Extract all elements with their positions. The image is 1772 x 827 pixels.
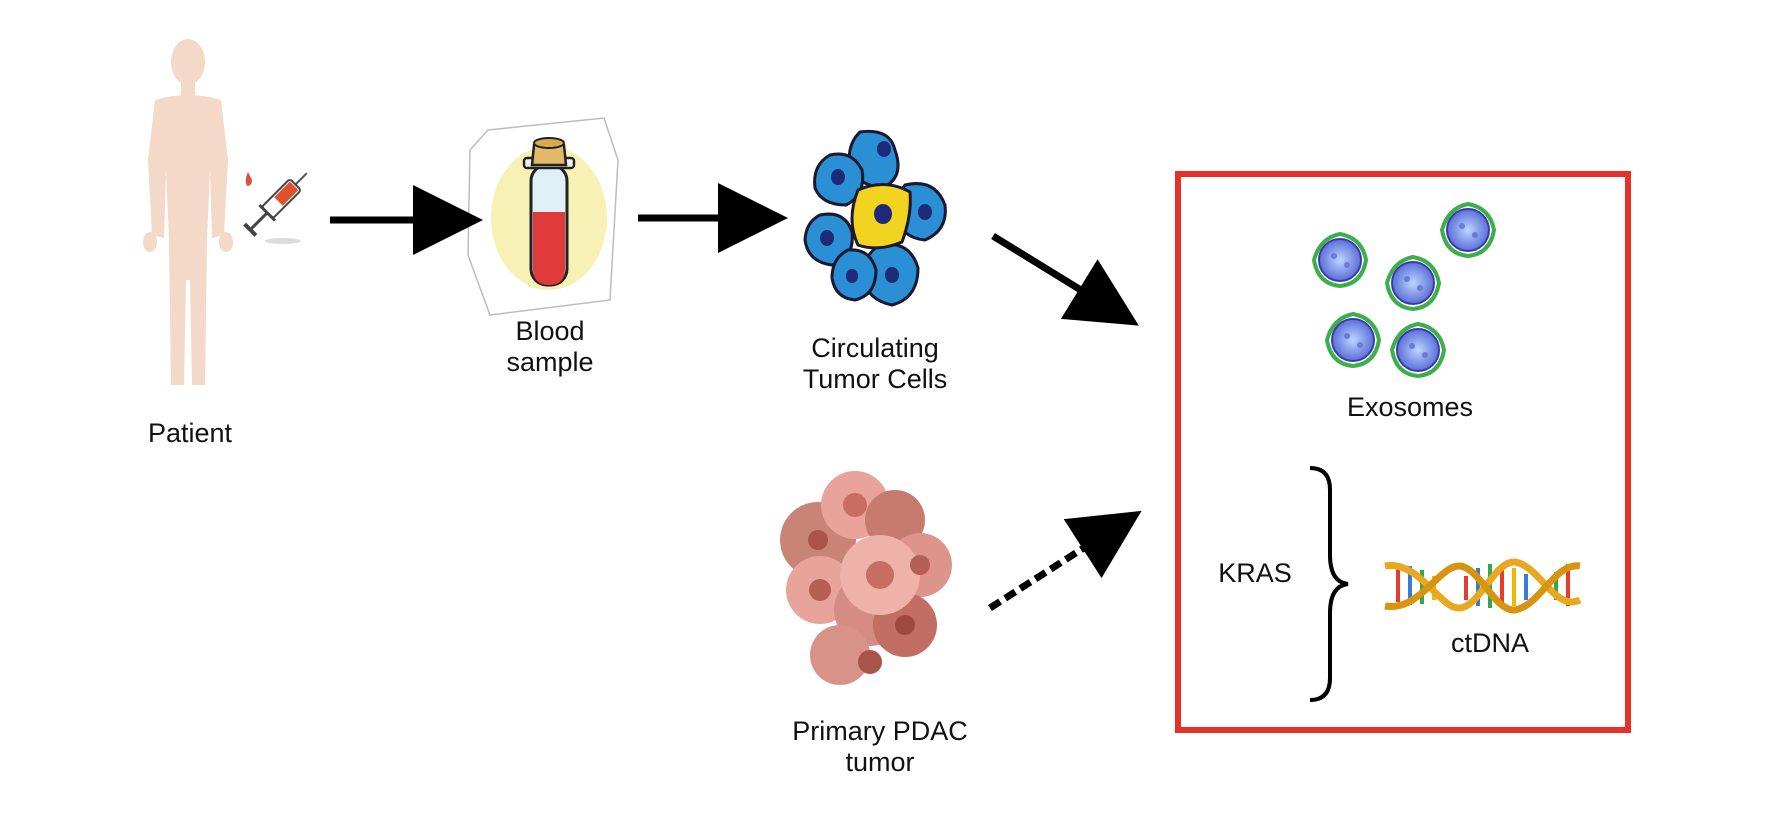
tumor-icon xyxy=(780,471,952,685)
ctc-cluster-icon xyxy=(803,129,947,307)
blood-sample-label: Blood sample xyxy=(506,316,594,377)
ctdna-label: ctDNA xyxy=(1450,628,1529,658)
arrow-ctc-to-box xyxy=(991,233,1139,326)
person-icon xyxy=(143,39,233,385)
kras-label: KRAS xyxy=(1218,558,1292,588)
exosome-icon xyxy=(1311,201,1497,379)
syringe-icon xyxy=(243,172,308,244)
ctc-label: Circulating Tumor Cells xyxy=(802,333,948,394)
exosomes-label: Exosomes xyxy=(1346,392,1474,422)
dna-helix-icon xyxy=(1384,558,1582,614)
blood-tube-icon xyxy=(467,117,619,316)
arrow-tumor-to-box xyxy=(988,510,1142,611)
biomarker-box xyxy=(1175,171,1631,733)
primary-tumor-label: Primary PDAC tumor xyxy=(792,716,968,777)
curly-brace xyxy=(1309,466,1349,702)
patient-label: Patient xyxy=(147,418,233,448)
